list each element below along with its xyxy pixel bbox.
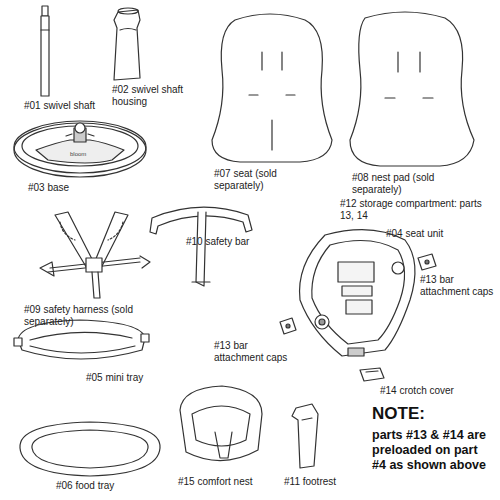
part-label: #06 food tray <box>56 480 114 492</box>
crotch-cover <box>360 368 384 381</box>
part-label: #13 bar attachment caps <box>420 274 496 297</box>
part-label: #09 safety harness (sold separately) <box>24 304 154 327</box>
note-text: parts #13 & #14 are preloaded on part #4… <box>372 428 494 473</box>
part-label: #14 crotch cover <box>380 385 454 397</box>
attachment-cap-left <box>280 318 296 334</box>
comfort-nest <box>180 386 262 461</box>
base <box>14 121 146 177</box>
seat <box>212 14 332 162</box>
food-tray <box>20 422 160 476</box>
shaft-housing <box>114 8 140 80</box>
footrest <box>292 404 318 468</box>
safety-harness <box>40 212 150 298</box>
part-label: #01 swivel shaft <box>24 100 95 112</box>
brand-mark: bloom <box>70 151 86 158</box>
attachment-cap-right <box>418 254 436 270</box>
part-label: #13 bar attachment caps <box>214 340 294 363</box>
part-label: #12 storage compartment: parts 13, 14 <box>340 198 490 221</box>
seat-unit <box>300 230 415 356</box>
safety-bar <box>150 207 252 286</box>
part-label: #11 footrest <box>284 476 336 488</box>
swivel-shaft <box>41 6 49 96</box>
nest-pad <box>350 12 474 166</box>
part-label: #05 mini tray <box>86 372 143 384</box>
part-label: #07 seat (sold separately) <box>214 168 324 191</box>
part-label: #10 safety bar <box>186 236 249 248</box>
part-label: #02 swivel shaft housing <box>112 84 188 107</box>
note-heading: NOTE: <box>372 404 425 424</box>
part-label: #15 comfort nest <box>178 476 252 488</box>
part-label: #04 seat unit <box>386 228 443 240</box>
part-label: #03 base <box>28 182 69 194</box>
part-label: #08 nest pad (sold separately) <box>352 172 462 195</box>
